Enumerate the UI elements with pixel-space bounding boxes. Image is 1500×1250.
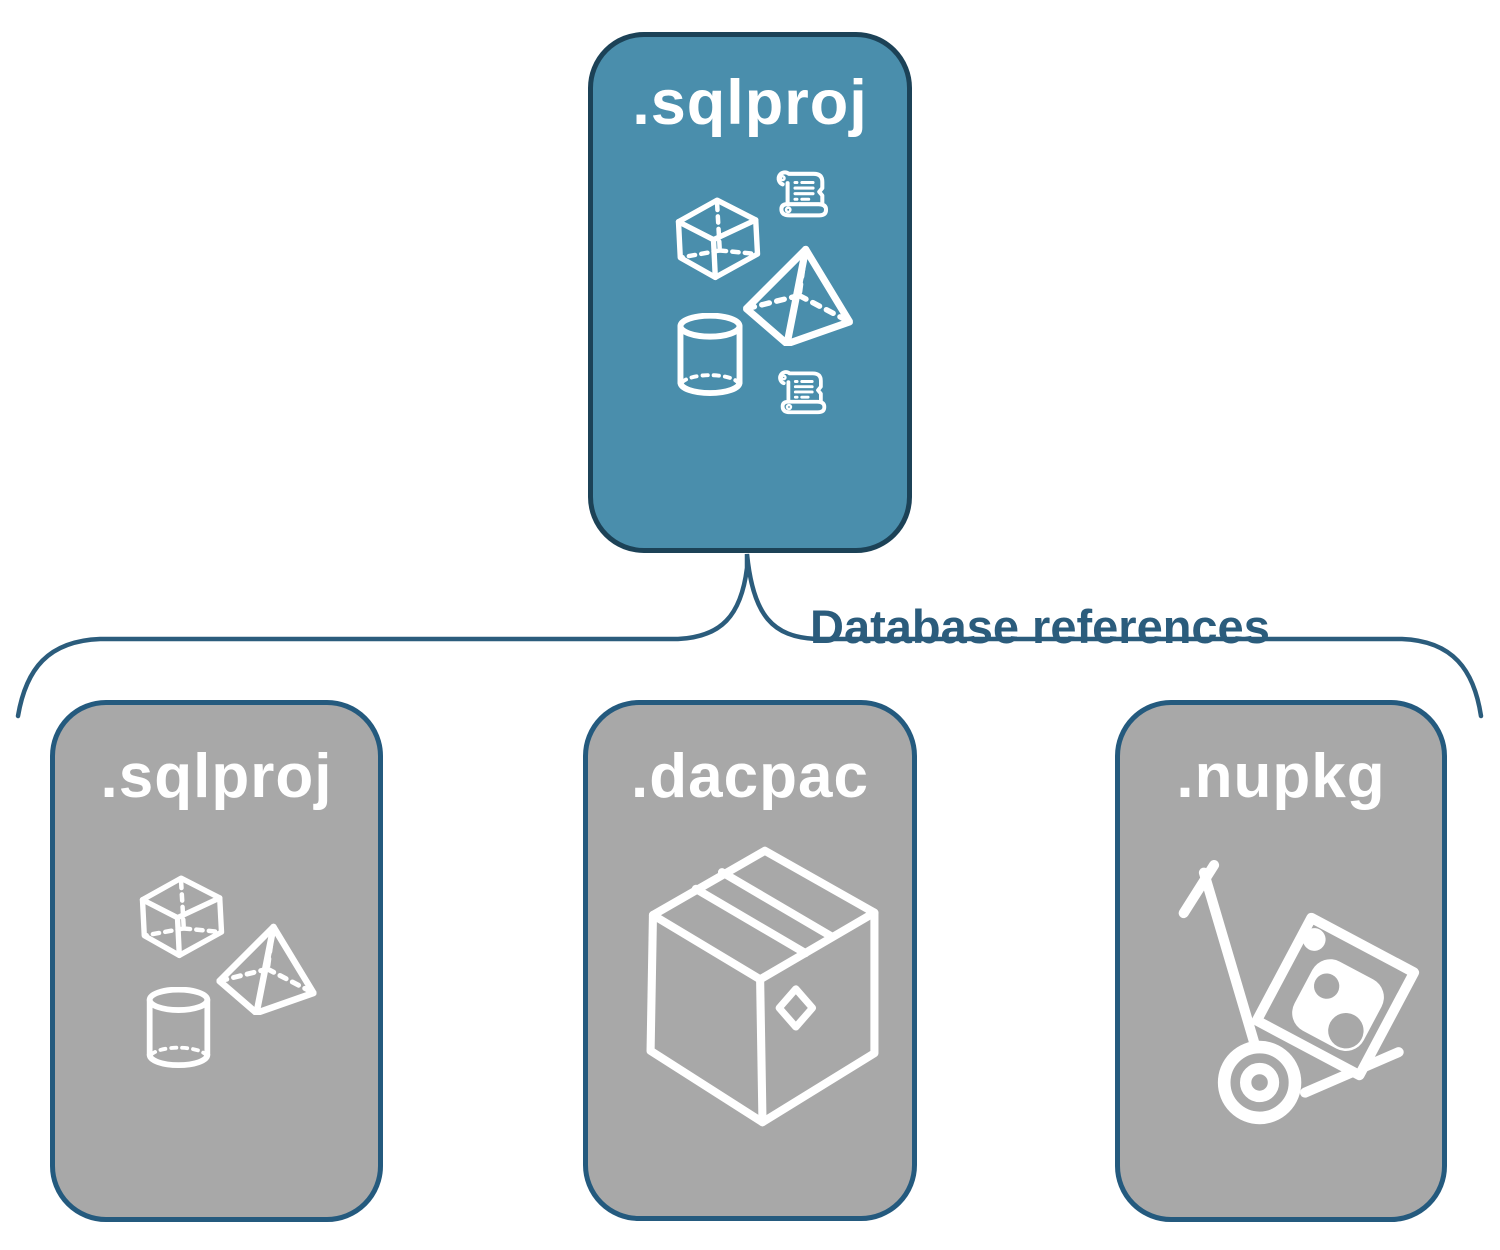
child-node-dacpac: .dacpac bbox=[583, 700, 917, 1221]
scroll-icon bbox=[769, 165, 831, 231]
root-node-sqlproj: .sqlproj bbox=[588, 32, 912, 553]
child-node-nupkg: .nupkg bbox=[1115, 700, 1447, 1222]
cylinder-icon bbox=[677, 313, 743, 397]
child-node-label: .nupkg bbox=[1176, 742, 1386, 811]
child-node-label: .sqlproj bbox=[100, 742, 333, 811]
package-box-icon bbox=[643, 846, 882, 1127]
pyramid-icon bbox=[743, 245, 853, 346]
root-node-label: .sqlproj bbox=[632, 68, 868, 138]
scroll-icon bbox=[771, 365, 829, 427]
connector-brace bbox=[15, 553, 1484, 719]
pyramid-icon bbox=[215, 923, 318, 1015]
cube-icon bbox=[137, 871, 227, 959]
child-node-label: .dacpac bbox=[631, 742, 869, 811]
connector-label: Database references bbox=[810, 600, 1270, 653]
hand-truck-package-icon bbox=[1170, 860, 1425, 1128]
child-node-sqlproj: .sqlproj bbox=[50, 700, 383, 1222]
cylinder-icon bbox=[145, 987, 212, 1069]
